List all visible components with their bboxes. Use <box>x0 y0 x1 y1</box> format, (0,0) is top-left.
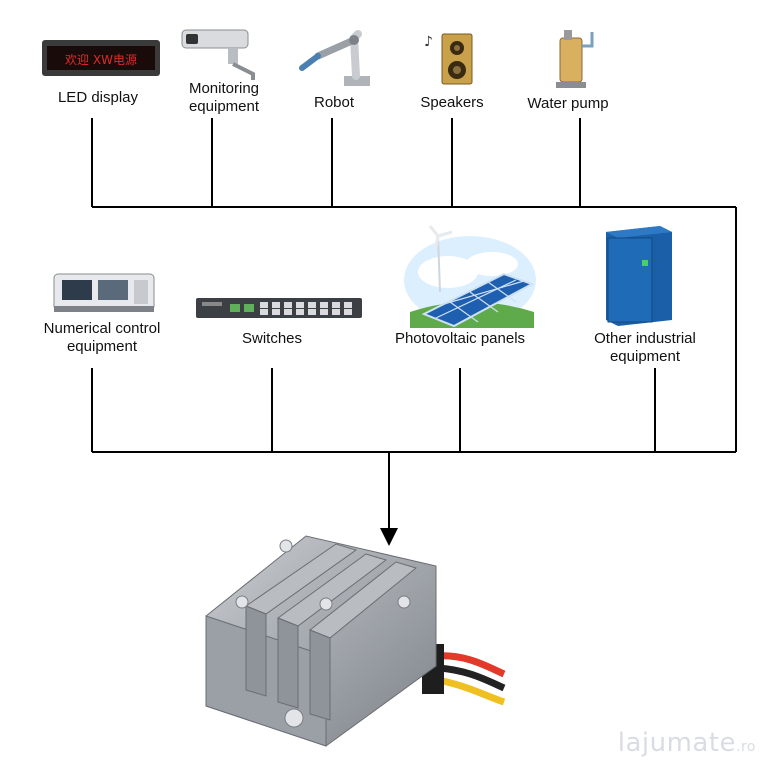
led-display-text: 欢迎 XW电源 <box>65 52 137 67</box>
svg-text:♪: ♪ <box>424 34 433 50</box>
watermark-logo: lajumate.ro <box>617 728 756 758</box>
top-label-speakers: Speakers <box>420 94 484 111</box>
water-pump-icon <box>550 26 598 92</box>
top-label-led-display: LED display <box>57 89 139 106</box>
speaker-icon: ♪ <box>422 30 478 86</box>
middle-label-other-industrial: Other industrial equipment <box>594 330 696 365</box>
middle-label-photovoltaic: Photovoltaic panels <box>394 330 526 347</box>
network-switch-icon <box>196 296 362 320</box>
top-label-robot: Robot <box>313 94 355 111</box>
security-camera-icon <box>178 26 264 82</box>
dc-converter-module-icon <box>186 506 506 756</box>
top-label-water-pump: Water pump <box>527 95 609 112</box>
middle-label-cnc: Numerical control equipment <box>43 320 161 355</box>
top-label-monitoring: Monitoring equipment <box>188 80 260 115</box>
led-display-icon: 欢迎 XW电源 <box>42 40 160 76</box>
middle-label-switches: Switches <box>241 330 303 347</box>
industrial-cabinet-icon <box>602 222 674 326</box>
solar-panel-icon <box>400 222 540 328</box>
cnc-machine-icon <box>52 268 156 314</box>
robot-arm-icon <box>292 28 376 88</box>
